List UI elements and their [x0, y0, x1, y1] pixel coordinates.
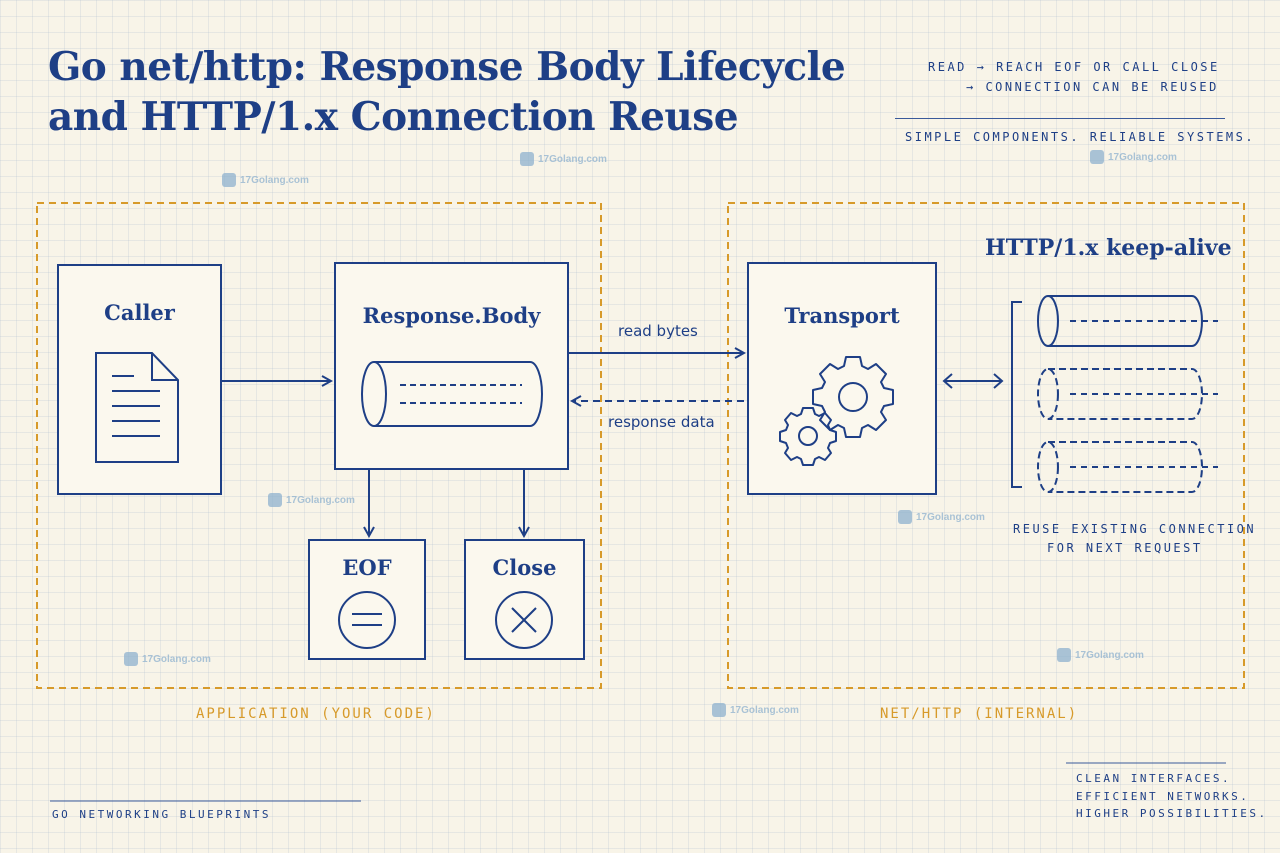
- small-gear-icon: [779, 407, 837, 466]
- footer-right-line-1: CLEAN INTERFACES.: [1076, 772, 1232, 785]
- flow-note-line-2: → CONNECTION CAN BE REUSED: [966, 80, 1219, 94]
- gear-icon: [812, 356, 894, 438]
- read-bytes-label: read bytes: [618, 322, 698, 340]
- equals-icon: [338, 591, 396, 649]
- document-icon: [95, 352, 179, 463]
- watermark-logo-icon: [712, 703, 726, 717]
- watermark: 17Golang.com: [520, 152, 607, 166]
- application-zone-label: APPLICATION (YOUR CODE): [196, 706, 436, 722]
- connection-pipe-3: [1037, 441, 1218, 493]
- watermark-logo-icon: [520, 152, 534, 166]
- top-right-rule: [895, 118, 1225, 119]
- reuse-note-line-1: REUSE EXISTING CONNECTION: [1013, 522, 1257, 536]
- pool-bracket: [1011, 301, 1022, 488]
- response-body-box: [334, 262, 569, 470]
- tagline: SIMPLE COMPONENTS. RELIABLE SYSTEMS.: [905, 130, 1256, 144]
- reuse-note-line-2: FOR NEXT REQUEST: [1047, 541, 1203, 555]
- watermark-logo-icon: [1057, 648, 1071, 662]
- watermark: 17Golang.com: [1057, 648, 1144, 662]
- pipe-icon: [361, 361, 543, 427]
- transport-box: [747, 262, 937, 495]
- watermark: 17Golang.com: [268, 493, 355, 507]
- connection-pipe-2: [1037, 368, 1218, 420]
- watermark-logo-icon: [268, 493, 282, 507]
- footer-left-text: GO NETWORKING BLUEPRINTS: [52, 808, 271, 821]
- caller-box: [57, 264, 222, 495]
- page-title: Go net/http: Response Body Lifecycle and…: [48, 42, 846, 142]
- footer-right-line-3: HIGHER POSSIBILITIES.: [1076, 807, 1268, 820]
- watermark-logo-icon: [898, 510, 912, 524]
- connection-pipe-1: [1037, 295, 1218, 347]
- keep-alive-label: HTTP/1.x keep-alive: [985, 235, 1232, 261]
- close-icon: [495, 591, 553, 649]
- watermark-logo-icon: [222, 173, 236, 187]
- watermark-logo-icon: [1090, 150, 1104, 164]
- watermark: 17Golang.com: [712, 703, 799, 717]
- internal-zone: [727, 202, 1245, 689]
- watermark: 17Golang.com: [1090, 150, 1177, 164]
- title-line-2: and HTTP/1.x Connection Reuse: [48, 94, 739, 140]
- internal-zone-label: NET/HTTP (INTERNAL): [880, 706, 1079, 722]
- watermark-logo-icon: [124, 652, 138, 666]
- footer-right-line-2: EFFICIENT NETWORKS.: [1076, 790, 1250, 803]
- watermark: 17Golang.com: [124, 652, 211, 666]
- transport-label: Transport: [784, 303, 900, 328]
- watermark: 17Golang.com: [898, 510, 985, 524]
- close-label: Close: [492, 555, 557, 580]
- watermark: 17Golang.com: [222, 173, 309, 187]
- title-line-1: Go net/http: Response Body Lifecycle: [48, 44, 846, 90]
- transport-pool-arrow: [942, 373, 1004, 389]
- application-zone: [36, 202, 602, 689]
- response-data-label: response data: [608, 413, 715, 431]
- eof-label: EOF: [342, 555, 392, 580]
- eof-box: [308, 539, 426, 660]
- response-body-label: Response.Body: [362, 303, 541, 328]
- caller-label: Caller: [104, 300, 175, 325]
- close-box: [464, 539, 585, 660]
- flow-note-line-1: READ → REACH EOF OR CALL CLOSE: [928, 60, 1220, 74]
